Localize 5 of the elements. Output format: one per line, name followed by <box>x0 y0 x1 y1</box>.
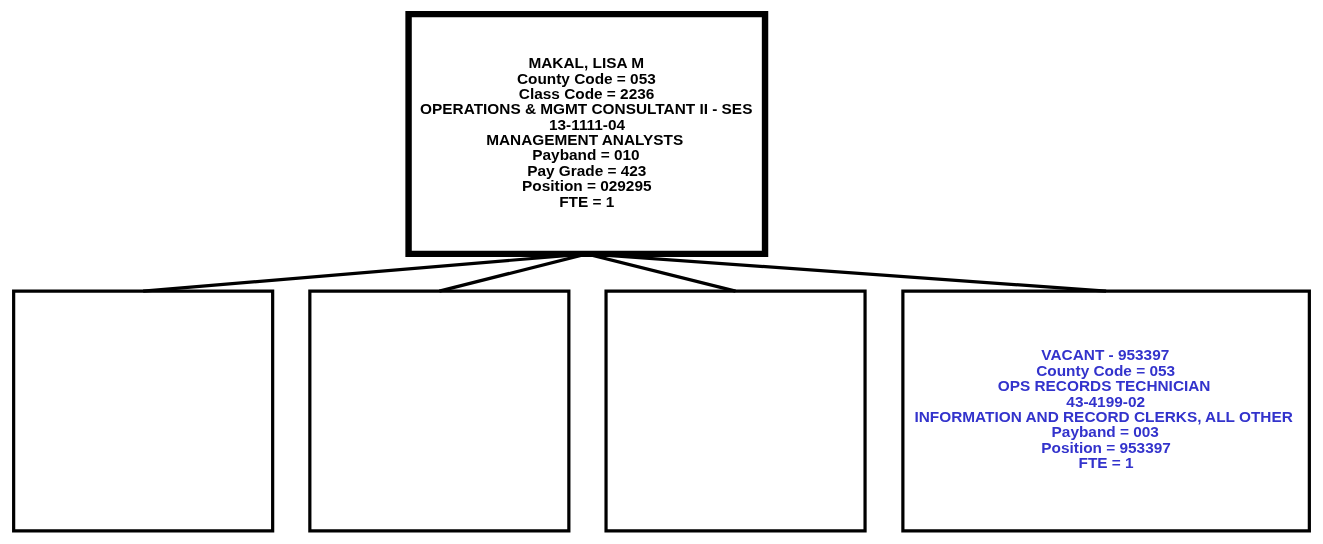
node-box <box>308 289 571 532</box>
node-box: MAKAL, LISA M County Code = 053 Class Code = 2236 OPERATIONS & MGMT CONSULTANT II - SES 13-1111-04 MANAGEMENT ANALYSTS Payband = 010 Pay Grade = 423 Position = 029295 FTE = 1 <box>405 10 769 257</box>
node-box: VACANT - 953397 County Code = 053 OPS RECORDS TECHNICIAN 43-4199-02 INFORMATION AND RECORD CLERKS, ALL OTHER Payband = 003 Position = 953397 FTE = 1 <box>901 289 1311 532</box>
node-box <box>604 289 867 532</box>
node-box <box>12 289 275 532</box>
